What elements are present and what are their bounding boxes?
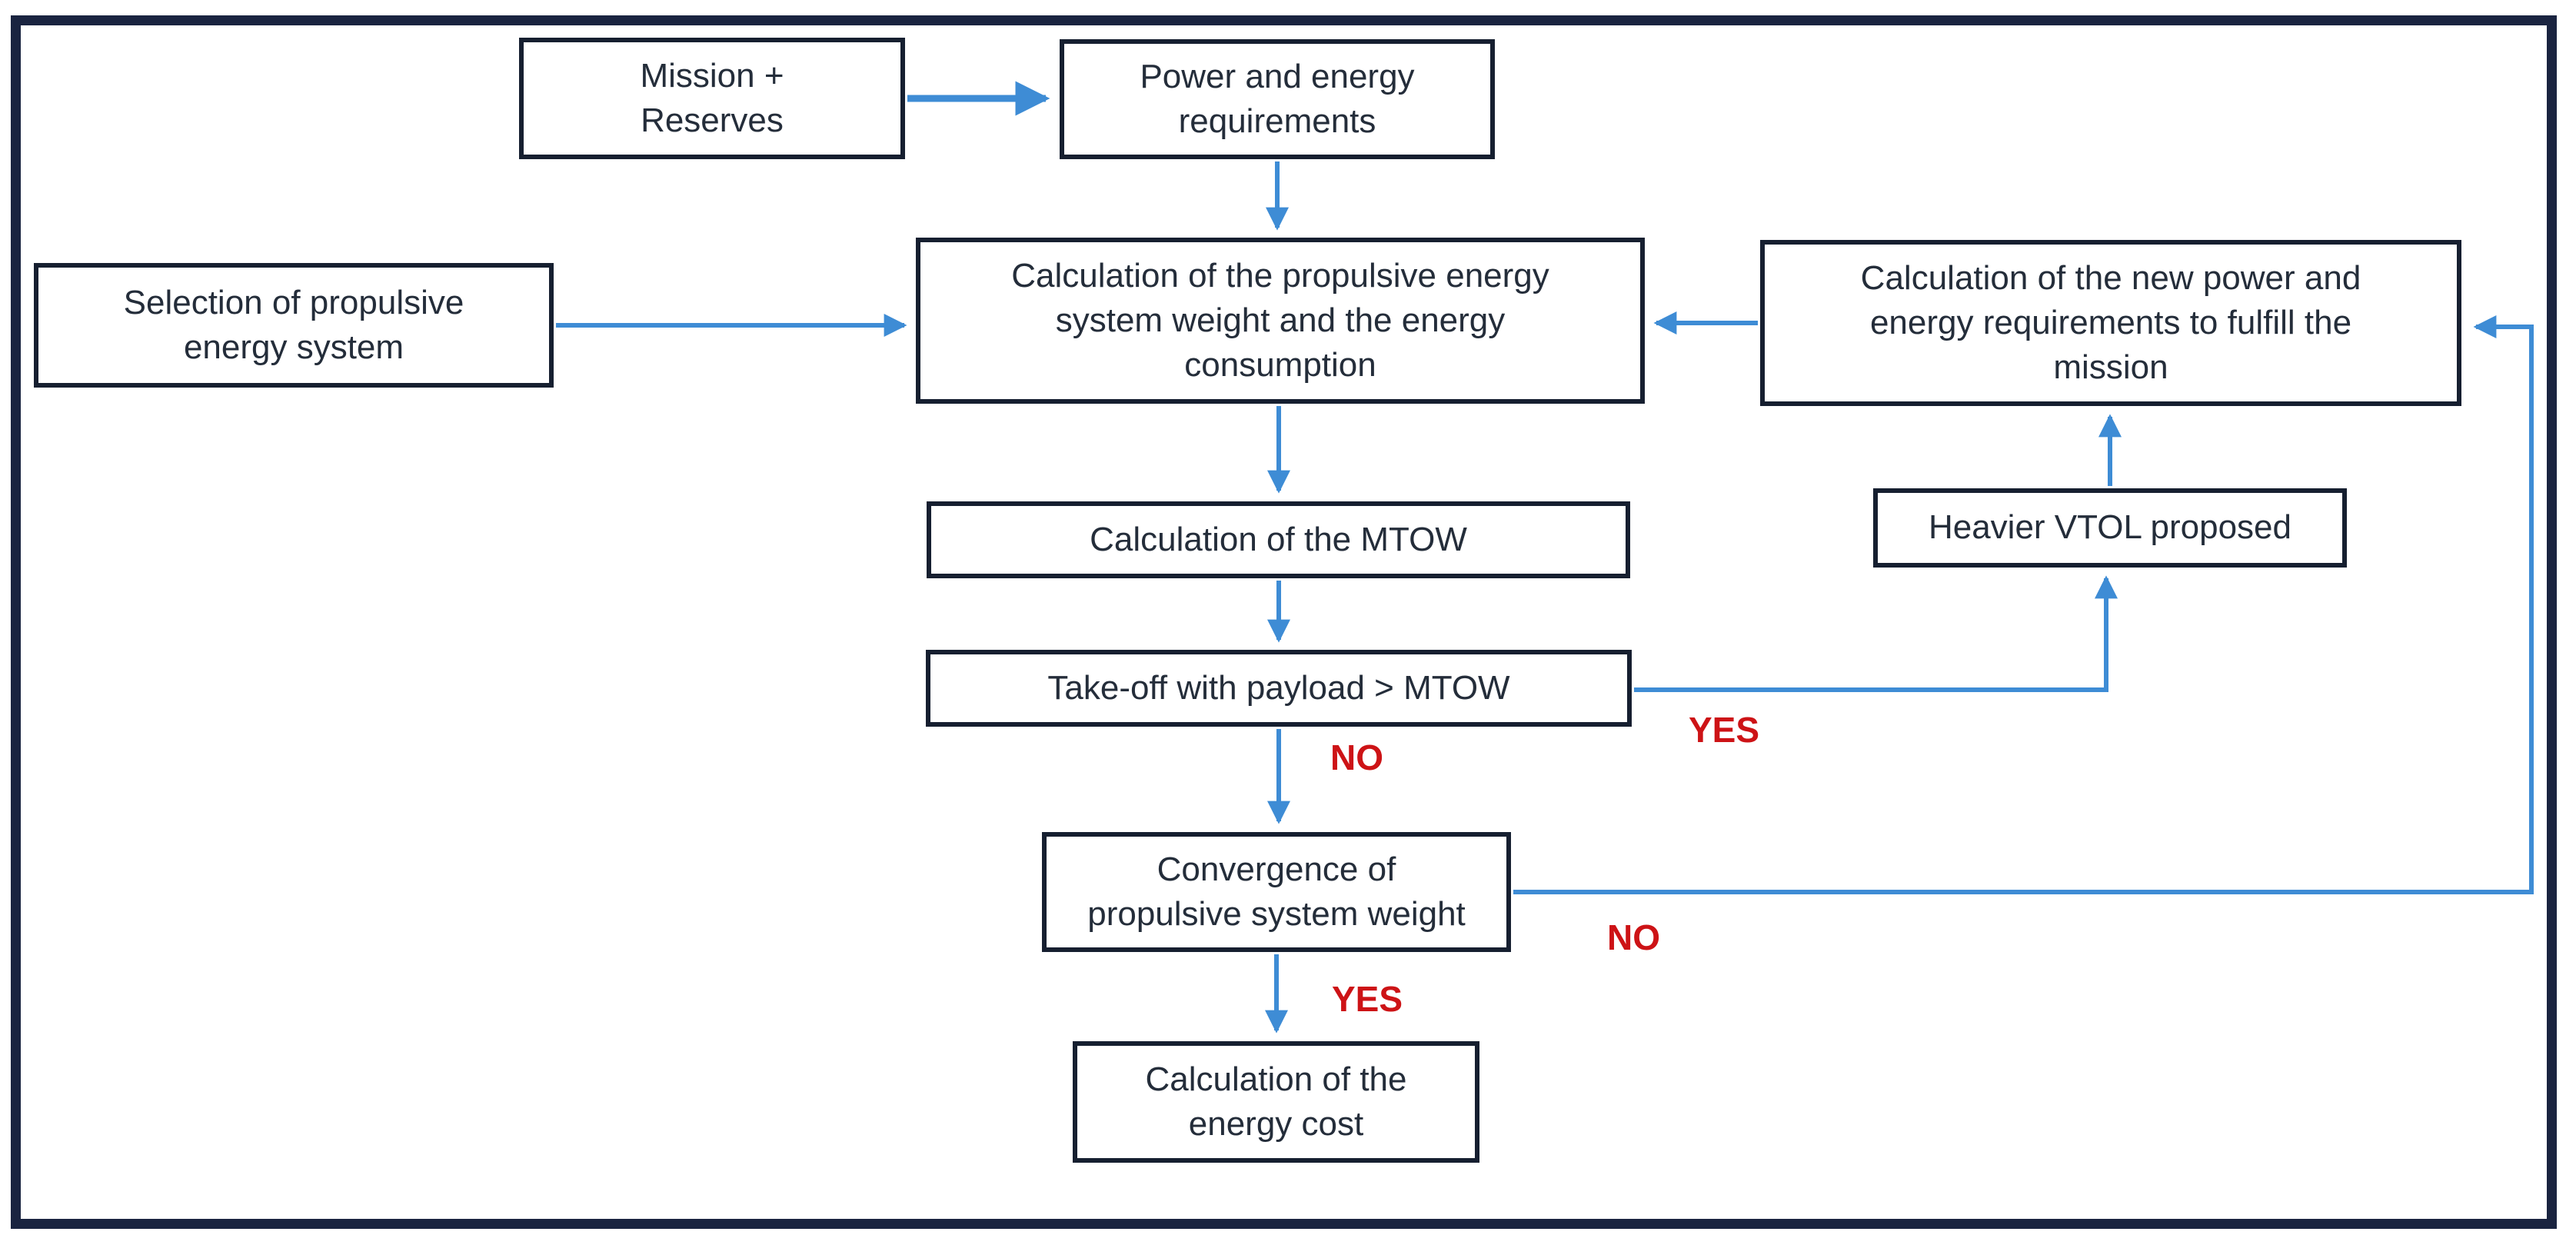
edge-label-convergence-yes: YES xyxy=(1332,979,1403,1019)
edge-label-takeoff-yes: YES xyxy=(1689,710,1760,750)
node-mission-reserves: Mission + Reserves xyxy=(519,38,905,159)
arrow-convergence-to-calcnew-no xyxy=(1513,315,2534,894)
node-heavier-vtol-proposed: Heavier VTOL proposed xyxy=(1873,488,2347,568)
node-calculation-mtow: Calculation of the MTOW xyxy=(927,501,1630,578)
node-calculation-new-power-energy: Calculation of the new power and energy … xyxy=(1760,240,2461,406)
arrow-takeoff-to-heavier-yes xyxy=(1634,575,2118,692)
edge-label-convergence-no: NO xyxy=(1607,917,1660,957)
node-power-energy-requirements: Power and energy requirements xyxy=(1060,39,1495,159)
node-calculation-energy-cost: Calculation of the energy cost xyxy=(1073,1041,1479,1163)
node-calculation-propulsive-system-weight: Calculation of the propulsive energy sys… xyxy=(916,238,1645,404)
node-convergence-propulsive-weight: Convergence of propulsive system weight xyxy=(1042,832,1511,952)
node-selection-propulsive-energy-system: Selection of propulsive energy system xyxy=(34,263,554,388)
node-takeoff-payload-mtow: Take-off with payload > MTOW xyxy=(926,650,1632,727)
edge-label-takeoff-no: NO xyxy=(1330,737,1383,777)
